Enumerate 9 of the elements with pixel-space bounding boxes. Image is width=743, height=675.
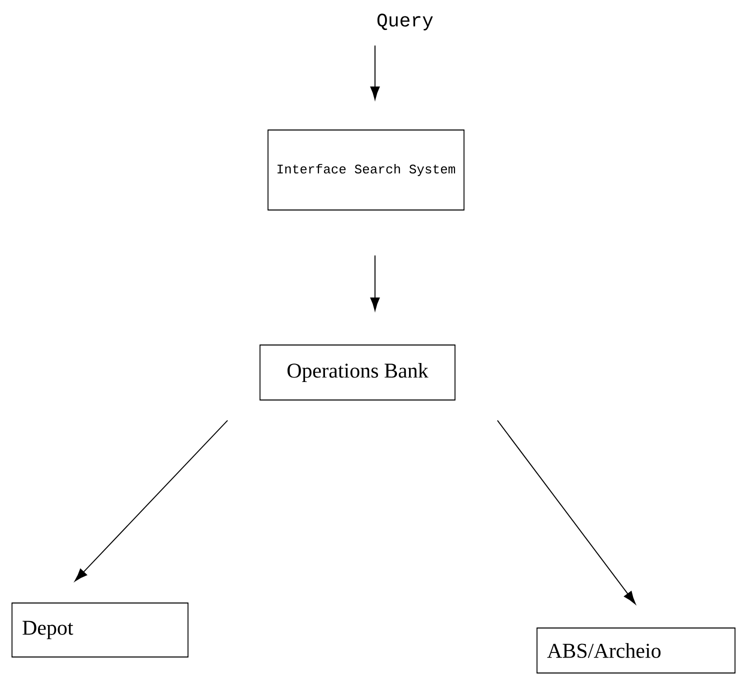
process-box: Operations Bank bbox=[260, 344, 456, 400]
arrow bbox=[370, 254, 380, 311]
arrow bbox=[496, 420, 636, 604]
process-box: Depot bbox=[12, 602, 188, 658]
process-box: ABS/Archeio bbox=[536, 628, 736, 674]
query-label: Query bbox=[377, 14, 433, 30]
arrow bbox=[74, 420, 228, 582]
process-box: Interface Search System bbox=[268, 130, 464, 210]
arrow bbox=[370, 45, 380, 100]
